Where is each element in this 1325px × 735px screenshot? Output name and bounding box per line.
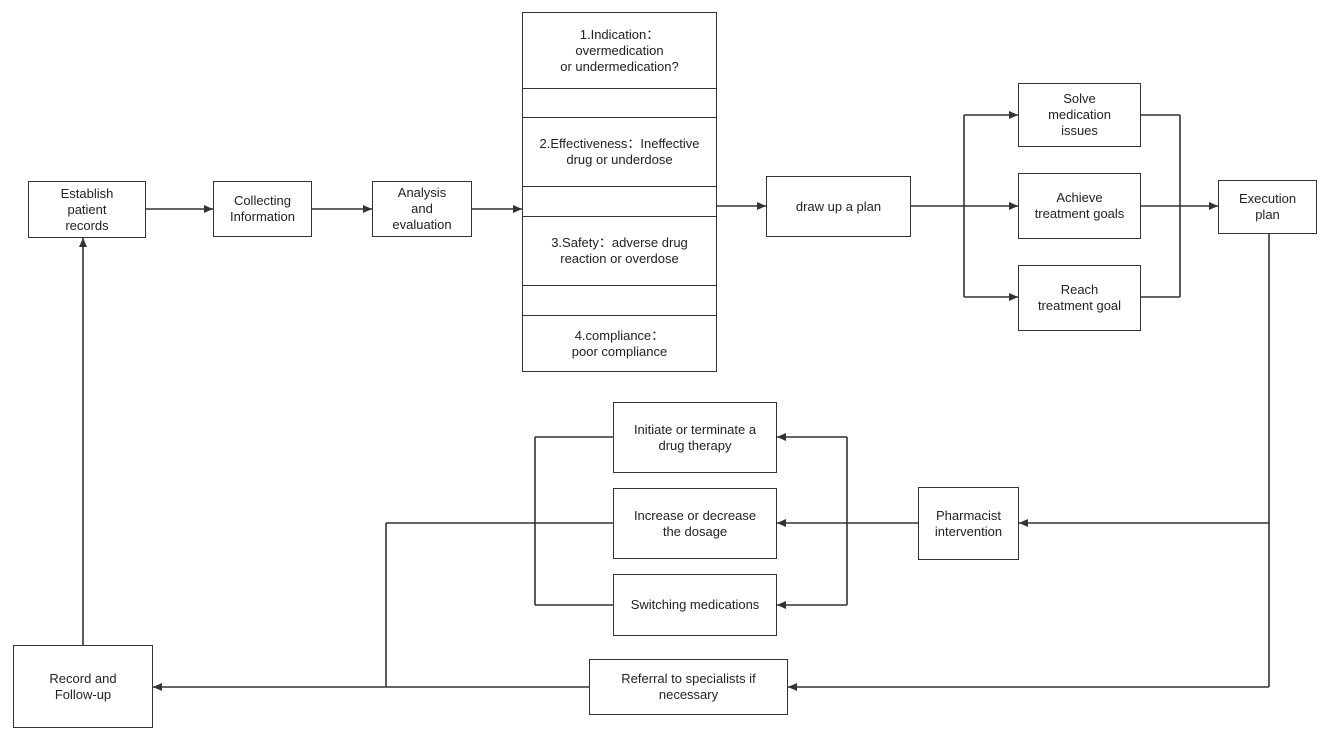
solve-medication-issues-box: Solve medication issues [1018,83,1141,147]
compliance-box: 4.compliance： poor compliance [522,315,717,372]
analysis-evaluation-box: Analysis and evaluation [372,181,472,237]
effectiveness-box: 2.Effectiveness：Ineffective drug or unde… [522,117,717,187]
spacer-box-2 [522,186,717,217]
achieve-treatment-goals-label: Achieve treatment goals [1034,190,1125,221]
initiate-terminate-label: Initiate or terminate a drug therapy [633,421,757,453]
switching-medications-box: Switching medications [613,574,777,636]
pharmacist-intervention-box: Pharmacist intervention [918,487,1019,560]
referral-specialists-box: Referral to specialists if necessary [589,659,788,715]
compliance-label: 4.compliance： poor compliance [571,327,668,359]
establish-patient-records-box: Establish patient records [28,181,146,238]
collecting-information-box: Collecting Information [213,181,312,237]
establish-patient-records-label: Establish patient records [60,185,114,233]
increase-decrease-dosage-box: Increase or decrease the dosage [613,488,777,559]
record-follow-up-box: Record and Follow-up [13,645,153,728]
spacer-box-1 [522,88,717,118]
reach-treatment-goal-label: Reach treatment goal [1037,282,1122,313]
execution-plan-label: Execution plan [1238,191,1297,222]
safety-box: 3.Safety：adverse drug reaction or overdo… [522,216,717,286]
indication-label: 1.Indication： overmedication or undermed… [560,26,679,74]
indication-box: 1.Indication： overmedication or undermed… [522,12,717,89]
switching-medications-label: Switching medications [630,597,760,612]
safety-label: 3.Safety：adverse drug reaction or overdo… [551,235,688,266]
reach-treatment-goal-box: Reach treatment goal [1018,265,1141,331]
collecting-information-label: Collecting Information [229,193,296,224]
solve-medication-issues-label: Solve medication issues [1048,91,1111,138]
increase-decrease-dosage-label: Increase or decrease the dosage [633,507,757,539]
record-follow-up-label: Record and Follow-up [49,670,117,702]
analysis-evaluation-label: Analysis and evaluation [392,185,452,232]
execution-plan-box: Execution plan [1218,180,1317,234]
initiate-terminate-box: Initiate or terminate a drug therapy [613,402,777,473]
referral-specialists-label: Referral to specialists if necessary [621,671,756,702]
draw-up-plan-box: draw up a plan [766,176,911,237]
draw-up-plan-label: draw up a plan [795,198,882,214]
effectiveness-label: 2.Effectiveness：Ineffective drug or unde… [539,136,700,167]
achieve-treatment-goals-box: Achieve treatment goals [1018,173,1141,239]
spacer-box-3 [522,285,717,316]
pharmacist-intervention-label: Pharmacist intervention [934,507,1003,539]
